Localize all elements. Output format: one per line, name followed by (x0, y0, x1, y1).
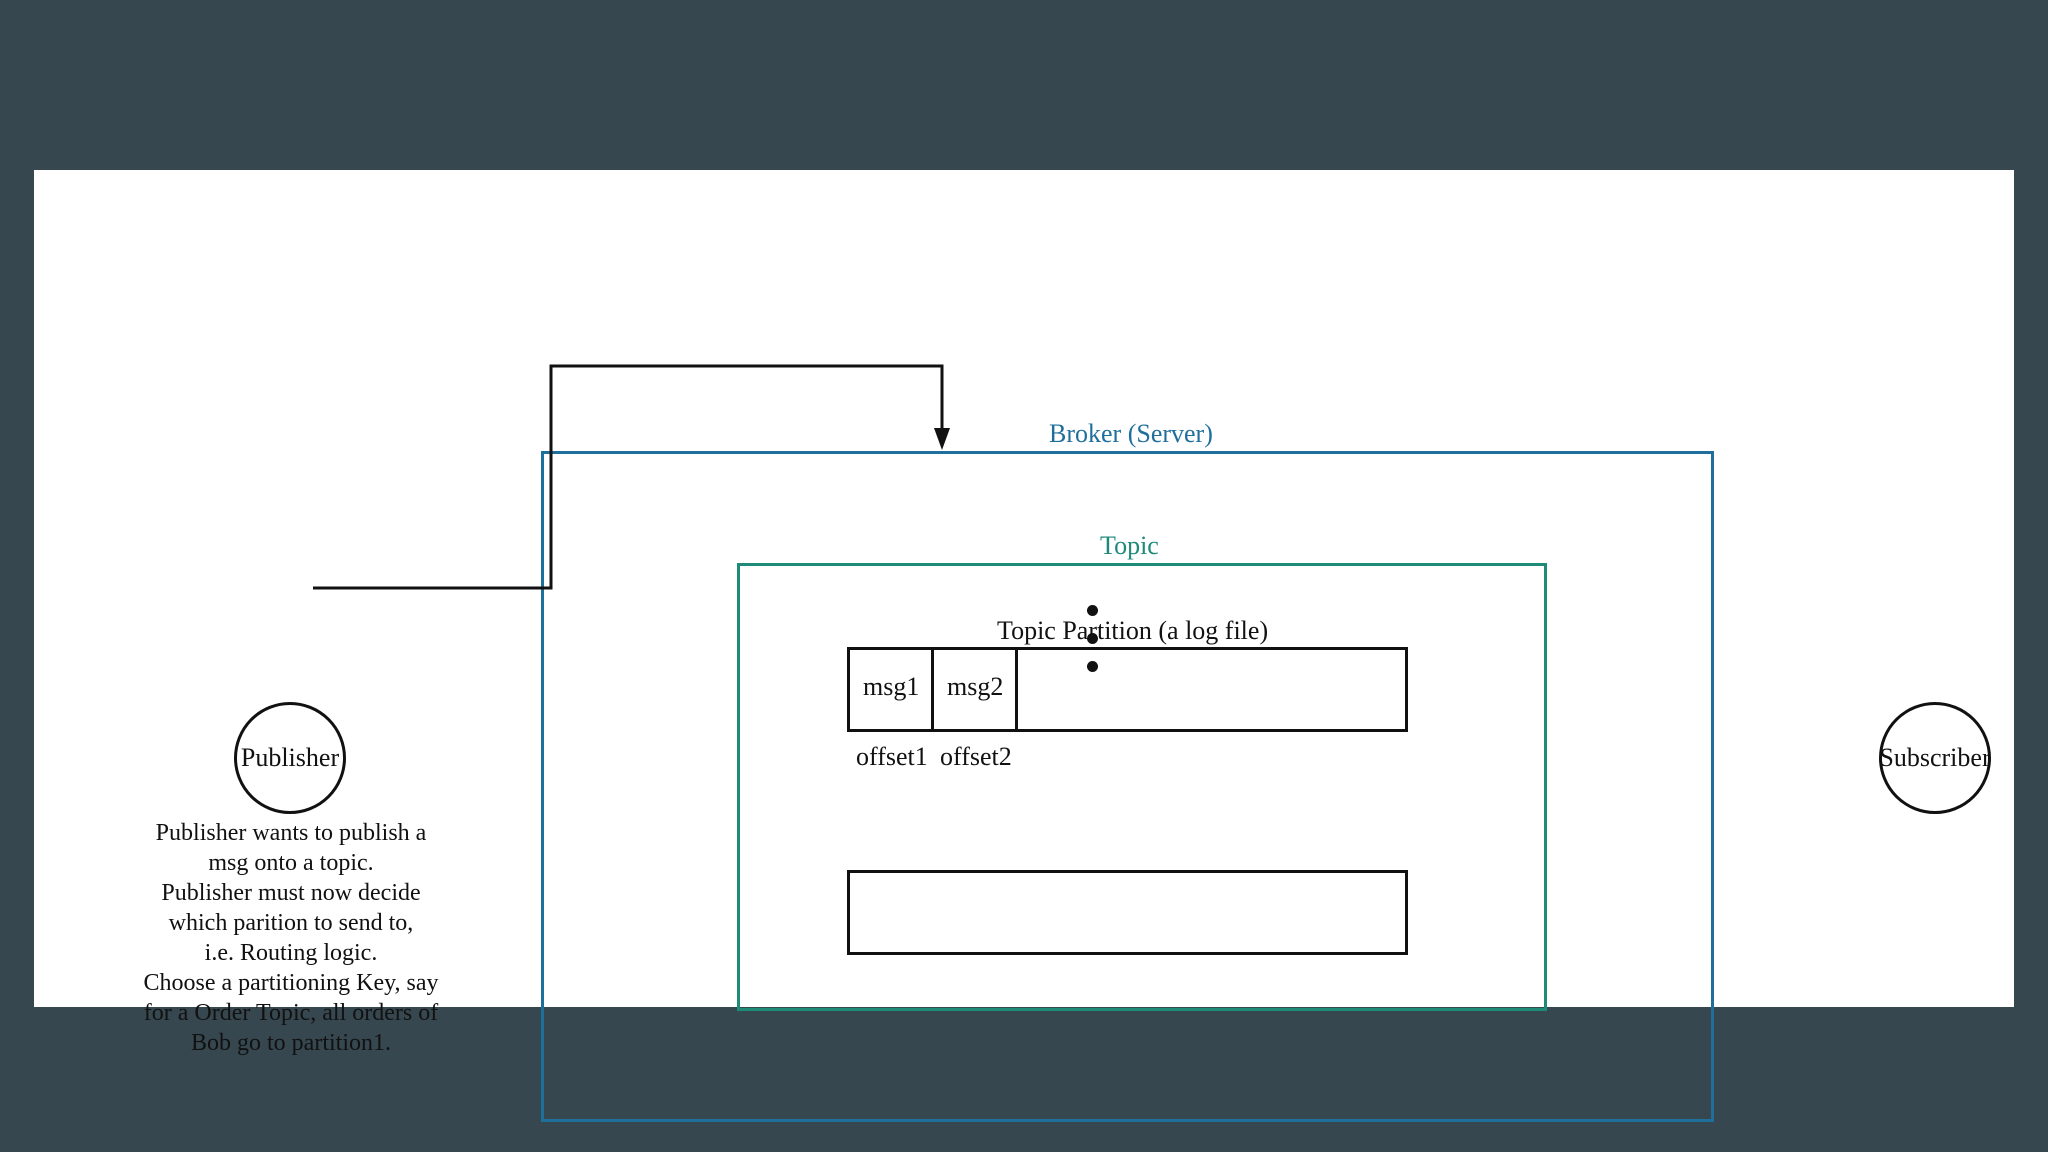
note-line: i.e. Routing logic. (204, 940, 378, 966)
offset-label-1: offset1 (856, 742, 928, 771)
partition-label: Topic Partition (a log file) (997, 616, 1269, 645)
cell-divider (931, 647, 934, 732)
note-line: msg onto a topic. (208, 850, 374, 876)
note-line: Bob go to partition1. (191, 1030, 391, 1056)
publisher-node: Publisher (234, 702, 346, 814)
broker-label: Broker (Server) (1049, 419, 1213, 448)
diagram-canvas: Broker (Server) Topic Topic Partition (a… (34, 170, 2014, 1122)
message-cell-2: msg2 (947, 672, 1004, 701)
subscriber-node: Subscriber (1879, 702, 1991, 814)
topic-label: Topic (1100, 531, 1159, 560)
note-line: Publisher wants to publish a (155, 820, 427, 846)
partition-log-box (847, 647, 1408, 732)
ellipsis-dot (1087, 633, 1098, 644)
partition-log-box-2 (847, 870, 1408, 955)
publish-arrow (313, 364, 950, 590)
broker-box (541, 451, 1714, 1122)
subscriber-label: Subscriber (1879, 743, 1991, 772)
note-line: which parition to send to, (168, 910, 414, 936)
cell-divider (1015, 647, 1018, 732)
ellipsis-dot (1087, 605, 1098, 616)
note-line: Publisher must now decide (161, 880, 421, 906)
note-line: for a Order Topic, all orders of (143, 1000, 439, 1026)
ellipsis-dot (1087, 661, 1098, 672)
publisher-label: Publisher (240, 743, 340, 772)
message-cell-1: msg1 (863, 672, 920, 701)
publisher-note: Publisher wants to publish a msg onto a … (111, 818, 471, 1058)
note-line: Choose a partitioning Key, say (143, 970, 439, 996)
arrowhead-icon (934, 428, 950, 450)
topic-box (737, 563, 1547, 1011)
offset-label-2: offset2 (940, 742, 1012, 771)
